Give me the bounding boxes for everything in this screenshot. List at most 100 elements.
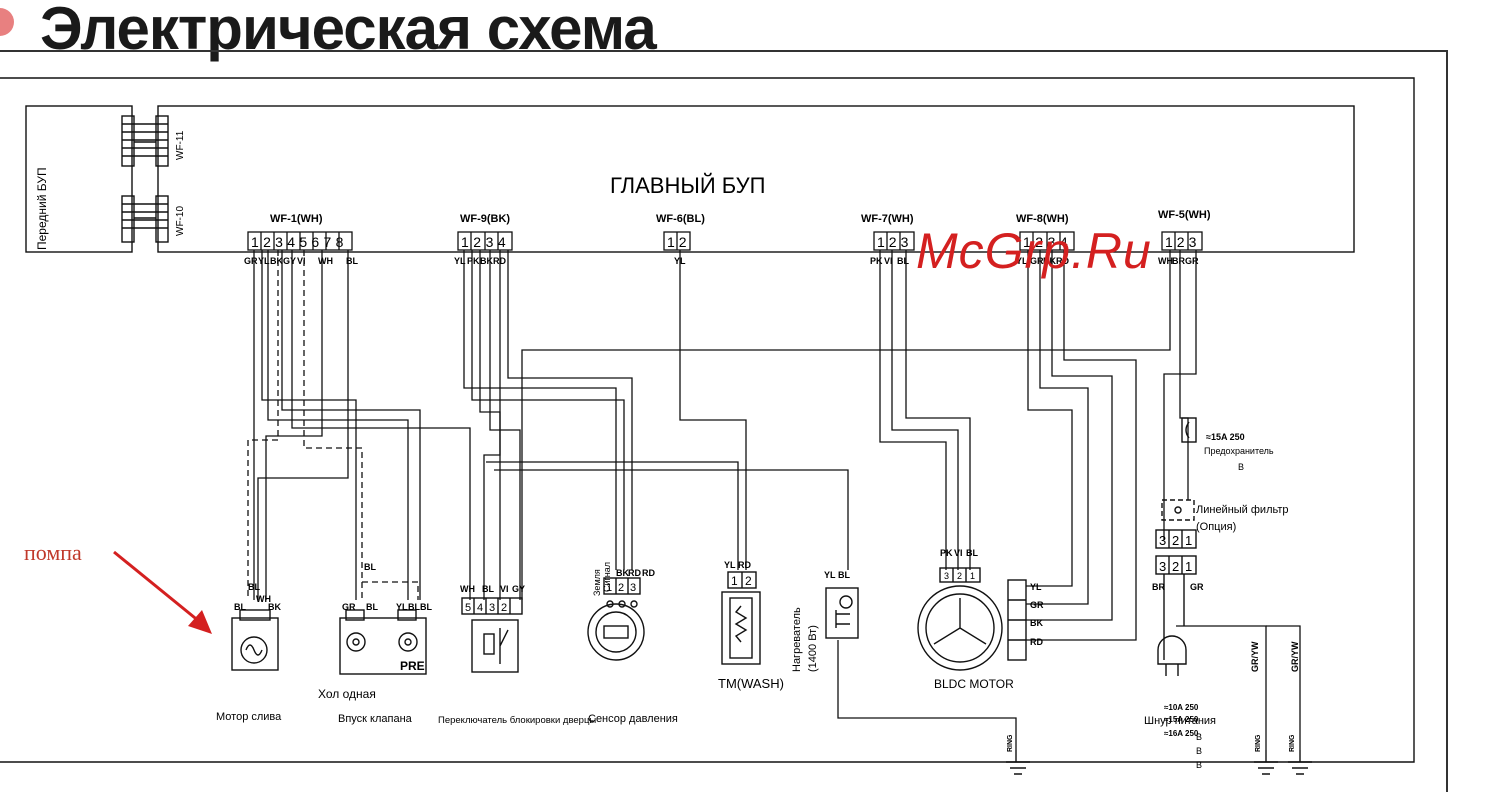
pins-wf8: 1234: [1023, 234, 1072, 250]
motor-pin-0: 3: [944, 571, 949, 581]
door-wire-2: VI: [500, 584, 509, 594]
connector-wf8-label: WF-8(WH): [1016, 213, 1069, 225]
title-underline: [0, 50, 1447, 52]
cord-rating-1: ≈15A 250: [1164, 715, 1199, 724]
front-board-label: Передний БУП: [35, 167, 49, 250]
heater-wire-0: YL: [824, 570, 836, 580]
filter-pin-b0: 3: [1159, 559, 1166, 574]
drain-motor-label: Мотор слива: [216, 711, 282, 723]
wf9-wire-0: YL: [454, 256, 466, 266]
connector-wf9-label: WF-9(BK): [460, 213, 510, 225]
pressure-wire-1: RD: [628, 568, 641, 578]
pressure-pin-2: 3: [630, 582, 636, 594]
pressure-side-label-2: Сигнал: [602, 562, 612, 592]
tm-wash: [721, 571, 761, 665]
pins-wf6: 12: [667, 234, 691, 250]
pressure-sensor-label: Сенсор давления: [588, 713, 678, 725]
pins-wf5: 123: [1165, 234, 1200, 250]
line-filter-note: (Опция): [1196, 521, 1236, 533]
inlet-wire-2: BL: [366, 602, 378, 612]
drain-wire-2: BK: [268, 602, 281, 612]
connector-wf1-label: WF-1(WH): [270, 213, 323, 225]
pressure-side-label-1: Земля: [592, 569, 602, 596]
ground-wire-label-1: GR/YW: [1250, 641, 1260, 672]
heater-label: Нагреватель: [791, 607, 803, 672]
motor-phase-3: RD: [1030, 637, 1043, 647]
wf5-wire-2: GR: [1185, 256, 1199, 266]
door-wire-1: BL: [482, 584, 494, 594]
inlet-wire-1: GR: [342, 602, 356, 612]
connector-wf7-label: WF-7(WH): [861, 213, 914, 225]
connector-wf11-label: WF-11: [175, 130, 186, 160]
wf8-wire-0: YL: [1016, 256, 1028, 266]
ring-label-1: RING: [1007, 734, 1014, 752]
power-plug: [1157, 635, 1187, 676]
line-filter-label: Линейный фильтр: [1196, 504, 1289, 516]
inlet-valve-label: Впуск клапана: [338, 713, 413, 725]
motor-phase-0: YL: [1030, 582, 1042, 592]
filter-pin-b2: 1: [1185, 559, 1192, 574]
door-lock-switch: [461, 597, 523, 673]
wf1-wire-3: GY: [283, 256, 296, 266]
inlet-wire-4: BL: [408, 602, 420, 612]
wf9-wire-2: BK: [480, 256, 493, 266]
inlet-wire-0: BL: [364, 562, 376, 572]
wire-runs: [247, 250, 1301, 750]
door-pin-0: 5: [465, 602, 471, 614]
bldc-motor-label: BLDC MOTOR: [934, 677, 1014, 691]
pins-wf7: 123: [877, 234, 912, 250]
filter-pin-b1: 2: [1172, 559, 1179, 574]
cord-suffix-2: В: [1196, 746, 1202, 756]
connector-wf10-label: WF-10: [175, 206, 186, 236]
diagram-frame: [0, 77, 1415, 763]
tm-wash-label: TM(WASH): [718, 676, 784, 691]
pressure-pin-1: 2: [618, 582, 624, 594]
wf8-wire-1: GR: [1030, 256, 1044, 266]
connector-wf5-label: WF-5(WH): [1158, 209, 1211, 221]
wf1-wire-5: WH: [318, 256, 333, 266]
door-lock-label: Переключатель блокировки дверцы: [438, 715, 596, 726]
wf1-wire-6: BL: [346, 256, 358, 266]
wf5-wire-1: BR: [1172, 256, 1185, 266]
drain-wire-3: BL: [248, 582, 260, 592]
wf1-wire-4: VI: [297, 256, 306, 266]
front-board: [25, 105, 133, 253]
page-frame-right: [1446, 50, 1448, 792]
drain-motor: [231, 609, 279, 671]
cord-rating-0: ≈10A 250: [1164, 703, 1199, 712]
door-pin-2: 3: [489, 602, 495, 614]
pump-annotation: помпа: [24, 540, 82, 565]
fuse: [1181, 417, 1197, 443]
main-board-label: ГЛАВНЫЙ БУП: [610, 173, 765, 198]
pins-wf1: 12345678: [251, 234, 348, 250]
wf7-wire-2: BL: [897, 256, 909, 266]
door-pin-1: 4: [477, 602, 483, 614]
wf8-wire-2: BK: [1043, 256, 1056, 266]
cord-wire-1: GR: [1190, 582, 1204, 592]
heater-wire-1: BL: [838, 570, 850, 580]
wf8-wire-3: RD: [1056, 256, 1069, 266]
cord-wire-0: BR: [1152, 582, 1165, 592]
ground-wire-label-2: GR/YW: [1290, 641, 1300, 672]
motor-wire-0: PK: [940, 548, 953, 558]
filter-pin-a0: 3: [1159, 533, 1166, 548]
connector-wf6-label: WF-6(BL): [656, 213, 705, 225]
inlet-valve: [339, 609, 427, 675]
ground-symbols: [1006, 750, 1312, 775]
inlet-valve-label-top: Хол одная: [318, 687, 376, 701]
motor-wire-2: BL: [966, 548, 978, 558]
motor-phase-2: BK: [1030, 618, 1043, 628]
pressure-wire-0: BK: [616, 568, 629, 578]
main-board: [157, 105, 1355, 253]
heater: [825, 587, 859, 639]
ring-label-2: RING: [1255, 734, 1262, 752]
drain-wire-0: BL: [234, 602, 246, 612]
wf7-wire-1: VI: [884, 256, 893, 266]
cord-suffix-1: В: [1196, 732, 1202, 742]
corner-decoration: [0, 8, 14, 36]
wf1-wire-2: BK: [270, 256, 283, 266]
door-wire-3: GY: [512, 584, 525, 594]
tm-pin-0: 1: [731, 574, 738, 588]
tm-wire-1: RD: [738, 560, 751, 570]
